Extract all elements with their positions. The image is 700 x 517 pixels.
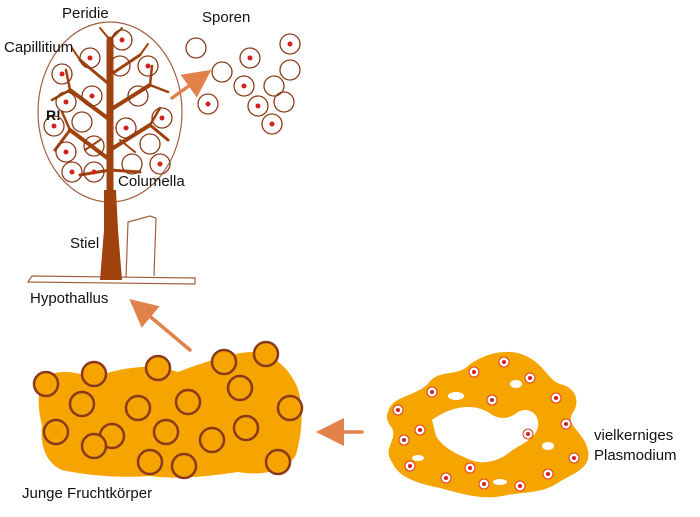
sporangium — [26, 21, 196, 285]
spore-nuclei-inside — [51, 37, 165, 175]
stalk — [100, 190, 122, 280]
empty-stalk — [125, 215, 157, 279]
label-hypothallus: Hypothallus — [30, 290, 108, 307]
label-sporen: Sporen — [202, 9, 250, 26]
arrow-to-sporangium — [129, 298, 192, 352]
hypothallus-base — [26, 275, 196, 285]
label-plasmodium-line1: vielkerniges — [594, 427, 673, 444]
label-columella: Columella — [118, 173, 185, 190]
label-r-mark: R! — [46, 107, 61, 123]
label-capillitium: Capillitium — [4, 39, 73, 56]
label-junge-fruchtkoerper: Junge Fruchtkörper — [22, 485, 152, 502]
label-peridie: Peridie — [62, 5, 109, 22]
arrow-spore-release — [170, 69, 212, 100]
label-plasmodium-line2: Plasmodium — [594, 447, 677, 464]
released-spores — [185, 33, 301, 135]
spores-inside — [43, 29, 173, 183]
plasmodium — [386, 351, 589, 498]
labels: Peridie Sporen Capillitium R! Columella … — [4, 5, 677, 502]
arrows — [129, 69, 364, 446]
young-fruiting-bodies — [32, 340, 304, 480]
label-stiel: Stiel — [70, 235, 99, 252]
